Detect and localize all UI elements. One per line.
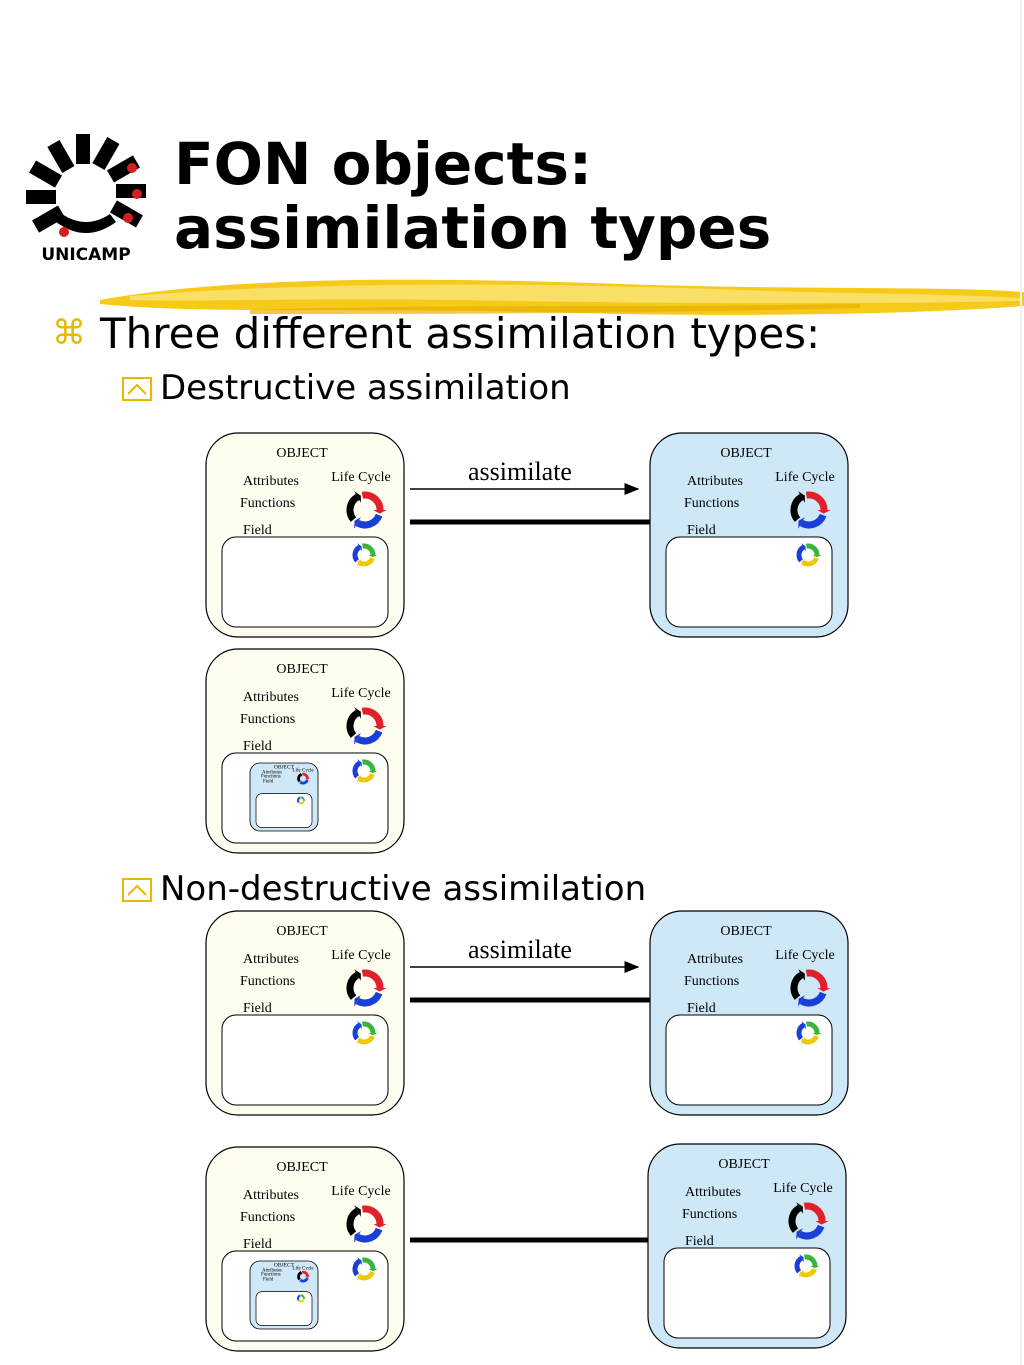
assimilate-label: assimilate bbox=[468, 935, 572, 964]
object-field: Field bbox=[243, 1001, 272, 1016]
nested-object-title: OBJECT bbox=[274, 1262, 295, 1268]
object-life-cycle: Life Cycle bbox=[331, 1184, 390, 1199]
sub-bullet-non-destructive: Non-destructive assimilation bbox=[122, 869, 646, 909]
destructive-link: assimilate bbox=[410, 457, 650, 525]
object-functions: Functions bbox=[684, 974, 739, 989]
object-field: Field bbox=[687, 523, 716, 538]
non-destructive-link: assimilate bbox=[410, 935, 650, 1003]
nested-object-attributes: Attributes bbox=[262, 1268, 282, 1273]
object-life-cycle: Life Cycle bbox=[331, 686, 390, 701]
object-field: Field bbox=[243, 1237, 272, 1252]
right-edge-rule bbox=[1020, 0, 1022, 1365]
field-cycle-icon bbox=[796, 543, 822, 567]
object-title: OBJECT bbox=[276, 924, 328, 939]
life-cycle-icon bbox=[346, 491, 387, 529]
nested-life-cycle-icon bbox=[297, 1270, 311, 1283]
unicamp-logo-text: UNICAMP bbox=[41, 245, 130, 264]
brush-stroke bbox=[100, 279, 1024, 315]
object-title: OBJECT bbox=[276, 1160, 328, 1175]
object-field: Field bbox=[685, 1234, 714, 1249]
unicamp-logo: UNICAMP bbox=[26, 134, 146, 264]
object-functions: Functions bbox=[240, 712, 295, 727]
life-cycle-icon bbox=[790, 969, 831, 1007]
nested-object-attributes: Attributes bbox=[262, 770, 282, 775]
title-line-2: assimilation types bbox=[174, 194, 772, 262]
object-life-cycle: Life Cycle bbox=[775, 948, 834, 963]
object-title: OBJECT bbox=[276, 662, 328, 677]
life-cycle-icon bbox=[346, 707, 387, 745]
life-cycle-icon bbox=[346, 1205, 387, 1243]
object-functions: Functions bbox=[682, 1207, 737, 1222]
field-cycle-icon bbox=[794, 1254, 820, 1278]
field-cycle-icon bbox=[352, 1257, 378, 1281]
assimilate-label: assimilate bbox=[468, 457, 572, 486]
field-cycle-icon bbox=[796, 1021, 822, 1045]
object-life-cycle: Life Cycle bbox=[331, 948, 390, 963]
nested-field-cycle-icon bbox=[297, 796, 306, 805]
page-title: FON objects: assimilation types bbox=[174, 132, 771, 260]
nested-object-functions: Functions bbox=[261, 775, 281, 780]
object-attributes: Attributes bbox=[243, 690, 299, 705]
field-cycle-icon bbox=[352, 759, 378, 783]
object-attributes: Attributes bbox=[687, 474, 743, 489]
field-cycle-icon bbox=[352, 1021, 378, 1045]
nested-object-title: OBJECT bbox=[274, 764, 295, 770]
nested-object-life-cycle: Life Cycle bbox=[292, 769, 314, 774]
object-field: Field bbox=[243, 523, 272, 538]
object-functions: Functions bbox=[684, 496, 739, 511]
sub-bullet-destructive-text: Destructive assimilation bbox=[160, 368, 571, 408]
object-title: OBJECT bbox=[720, 924, 772, 939]
nested-field-cycle-icon bbox=[297, 1294, 306, 1303]
main-bullet-text: Three different assimilation types: bbox=[100, 309, 821, 358]
object-attributes: Attributes bbox=[243, 1188, 299, 1203]
object-life-cycle: Life Cycle bbox=[773, 1181, 832, 1196]
object-field: Field bbox=[687, 1001, 716, 1016]
life-cycle-icon bbox=[788, 1202, 829, 1240]
nested-object-life-cycle: Life Cycle bbox=[292, 1267, 314, 1272]
object-functions: Functions bbox=[240, 974, 295, 989]
object-attributes: Attributes bbox=[243, 474, 299, 489]
object-title: OBJECT bbox=[720, 446, 772, 461]
command-key-icon: ⌘ bbox=[52, 313, 86, 353]
object-title: OBJECT bbox=[718, 1157, 770, 1172]
nested-object-field: Field bbox=[263, 779, 274, 784]
caret-box-icon bbox=[122, 377, 152, 401]
field-cycle-icon bbox=[352, 543, 378, 567]
object-title: OBJECT bbox=[276, 446, 328, 461]
nested-object-functions: Functions bbox=[261, 1273, 281, 1278]
unicamp-logo-icon bbox=[26, 134, 146, 237]
nested-object-field: Field bbox=[263, 1277, 274, 1282]
nested-life-cycle-icon bbox=[297, 772, 311, 785]
object-attributes: Attributes bbox=[685, 1185, 741, 1200]
object-life-cycle: Life Cycle bbox=[331, 470, 390, 485]
title-line-1: FON objects: bbox=[174, 130, 593, 198]
object-field: Field bbox=[243, 739, 272, 754]
life-cycle-icon bbox=[346, 969, 387, 1007]
object-functions: Functions bbox=[240, 1210, 295, 1225]
object-attributes: Attributes bbox=[243, 952, 299, 967]
sub-bullet-non-destructive-text: Non-destructive assimilation bbox=[160, 869, 647, 909]
caret-box-icon bbox=[122, 878, 152, 902]
life-cycle-icon bbox=[790, 491, 831, 529]
main-bullet: ⌘ Three different assimilation types: bbox=[52, 308, 820, 359]
object-functions: Functions bbox=[240, 496, 295, 511]
object-attributes: Attributes bbox=[687, 952, 743, 967]
object-life-cycle: Life Cycle bbox=[775, 470, 834, 485]
sub-bullet-destructive: Destructive assimilation bbox=[122, 368, 571, 408]
